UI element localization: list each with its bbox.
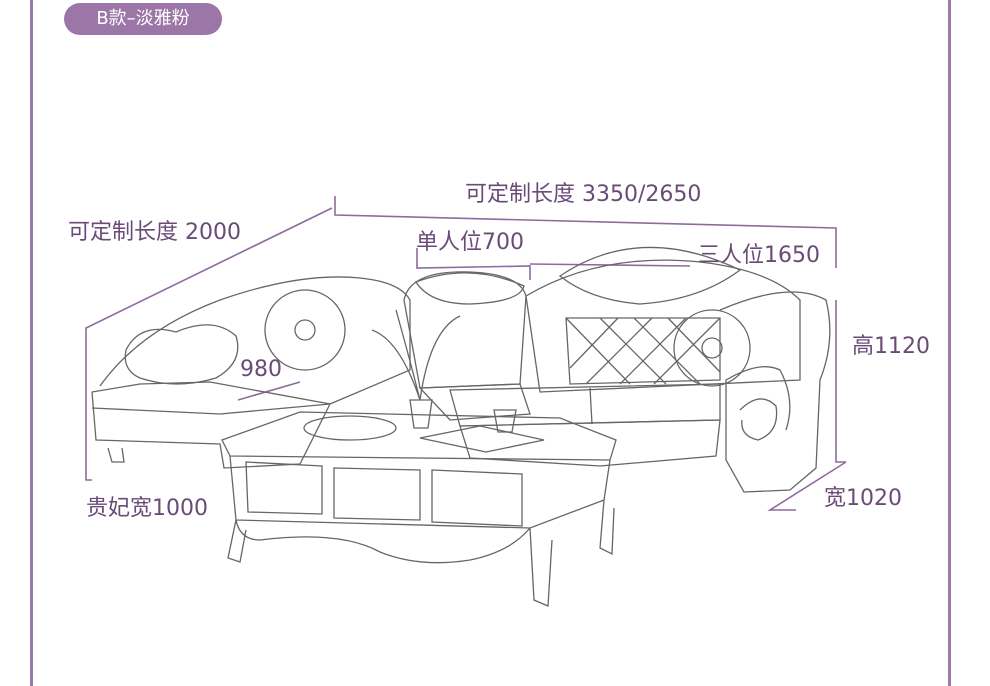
- frame-right-border: [948, 0, 951, 686]
- pillow-right-round-center: [701, 337, 723, 359]
- table-apron: [235, 519, 531, 564]
- label-custom-length-main: 可定制长度 3350/2650: [465, 182, 702, 207]
- table-leg-right: [599, 499, 615, 556]
- three-seat-quilt-diag2: [569, 317, 721, 385]
- sofa-sketch: [91, 246, 831, 607]
- dimline-depth-980: [237, 381, 301, 401]
- label-depth-980: 980: [240, 357, 282, 382]
- right-arm-scroll: [739, 398, 778, 441]
- dimline-main-length: [334, 196, 837, 268]
- frame-left-border: [30, 0, 33, 686]
- three-seat-back: [525, 259, 801, 393]
- dimline-side-length: [85, 207, 333, 481]
- dimline-height: [835, 300, 846, 463]
- table-leg-front: [529, 527, 553, 607]
- single-seat-back: [403, 271, 527, 389]
- table-top: [221, 411, 617, 461]
- label-height: 高1120: [852, 334, 930, 359]
- dimline-width: [767, 461, 847, 511]
- table-leg-left: [227, 519, 247, 563]
- label-chaise-width: 贵妃宽1000: [86, 496, 208, 521]
- table-drawer-1: [245, 461, 323, 515]
- magazine: [419, 425, 545, 453]
- right-arm: [719, 291, 831, 493]
- tray: [303, 415, 397, 441]
- glass: [493, 409, 517, 433]
- single-seat-base: [418, 383, 531, 421]
- label-custom-length-side: 可定制长度 2000: [68, 220, 241, 245]
- single-seat-cushion: [415, 272, 525, 305]
- pillow-left-round: [264, 289, 346, 371]
- table-drawer-3: [431, 469, 523, 527]
- dimline-single-seat: [416, 248, 531, 280]
- dimension-lines: [85, 196, 847, 511]
- label-single-seat: 单人位700: [416, 230, 524, 255]
- three-seat-quilt-diag1: [565, 317, 721, 385]
- table-drawer-2: [333, 467, 421, 521]
- variant-badge: B款–淡雅粉: [64, 3, 222, 35]
- pillow-left-round-center: [294, 319, 316, 341]
- vase: [409, 399, 433, 429]
- pillow-left-scroll: [124, 324, 239, 385]
- three-seat-crest: [558, 246, 742, 305]
- chaise-cushion-edge: [91, 403, 331, 415]
- pillow-right-round: [673, 309, 751, 387]
- chaise-seat: [91, 381, 331, 469]
- flowers: [371, 309, 461, 401]
- chaise-leg: [107, 447, 125, 463]
- label-three-seat: 三人位1650: [698, 243, 820, 268]
- three-seat-base: [459, 419, 721, 467]
- chaise-back: [99, 276, 411, 405]
- label-width: 宽1020: [824, 486, 902, 511]
